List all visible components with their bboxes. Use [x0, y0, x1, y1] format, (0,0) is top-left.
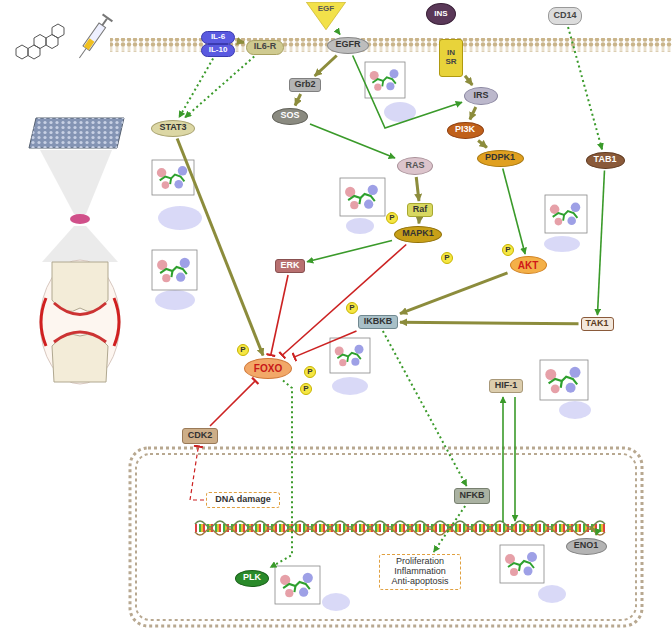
activation-arrow	[478, 141, 487, 148]
node-label: TAB1	[594, 155, 617, 165]
node-label: HIF-1	[495, 381, 518, 391]
node-label: IL-6	[211, 33, 225, 42]
inhibition-line	[294, 331, 356, 357]
activation-arrow	[400, 273, 508, 314]
inhibition-line	[190, 446, 204, 500]
activation-arrow	[568, 27, 602, 150]
phospho-label: P	[441, 252, 453, 264]
protein-node: PI3K	[447, 122, 484, 139]
node-label: MAPK1	[402, 229, 434, 239]
ligand-circle: INS	[426, 3, 456, 25]
node-label: EGFR	[335, 40, 360, 50]
protein-node: SOS	[272, 108, 308, 125]
protein-node: STAT3	[151, 120, 195, 137]
activation-arrow	[179, 59, 213, 118]
node-label: TAK1	[586, 319, 609, 329]
node-label: IL-10	[209, 46, 228, 55]
activation-arrow	[338, 32, 340, 35]
node-label: INS	[434, 10, 447, 19]
activation-arrow	[503, 169, 525, 255]
protein-node: TAB1	[586, 152, 625, 169]
node-label: ENO1	[574, 541, 599, 551]
node-label: Proliferation Inflammation Anti-apoptosi…	[384, 557, 456, 587]
activation-arrow	[383, 331, 467, 486]
activation-arrow	[295, 94, 301, 106]
protein-node: EGFR	[327, 37, 369, 54]
inhibition-line	[271, 275, 288, 356]
protein-node: AKT	[510, 256, 547, 274]
event-box: DNA damage	[206, 492, 280, 508]
receptor-box: IN SR	[439, 39, 463, 77]
activation-arrow	[237, 41, 244, 42]
node-label: IKBKB	[364, 317, 393, 327]
node-label: FOXO	[254, 363, 282, 374]
node-label: Raf	[413, 205, 428, 215]
protein-node: PLK	[235, 570, 269, 587]
node-label: PLK	[243, 573, 261, 583]
protein-node: NFKB	[454, 488, 490, 504]
activation-arrow	[597, 171, 604, 316]
node-label: IN SR	[444, 49, 458, 67]
node-label: AKT	[518, 260, 539, 271]
node-label: DNA damage	[215, 495, 271, 505]
activation-arrow	[315, 56, 337, 77]
receptor-box: IL6-R	[246, 40, 284, 55]
phospho-label: P	[346, 302, 358, 314]
ligand-triangle: EGF	[306, 2, 346, 30]
node-label: IRS	[473, 91, 488, 101]
node-label: PI3K	[455, 125, 475, 135]
node-label: CDK2	[188, 431, 213, 441]
outcome-box: Proliferation Inflammation Anti-apoptosi…	[379, 554, 461, 590]
node-label: IL6-R	[254, 42, 277, 52]
protein-node: ERK	[275, 259, 305, 273]
activation-arrow	[434, 506, 465, 552]
node-label: Grb2	[294, 80, 315, 90]
protein-node: MAPK1	[394, 226, 442, 243]
node-label: NFKB	[460, 491, 485, 501]
activation-arrow	[177, 139, 263, 356]
phospho-label: P	[300, 383, 312, 395]
receptor-box: CD14	[548, 7, 582, 25]
node-label: PDPK1	[485, 153, 515, 163]
phospho-label: P	[502, 244, 514, 256]
activation-arrow	[416, 177, 419, 201]
protein-node: PDPK1	[477, 150, 524, 167]
activation-arrow	[307, 241, 392, 262]
activation-arrow	[185, 57, 254, 118]
node-label: ERK	[280, 261, 299, 271]
cytokine-pill: IL-6	[201, 31, 235, 44]
phospho-label: P	[386, 212, 398, 224]
node-label: CD14	[553, 11, 576, 21]
activation-arrow	[270, 381, 292, 568]
node-label: EGF	[318, 5, 334, 14]
protein-node: IKBKB	[358, 315, 398, 329]
inhibition-line	[210, 381, 256, 427]
protein-node: Raf	[407, 203, 433, 217]
protein-node: ENO1	[566, 538, 607, 555]
cytokine-pill: IL-10	[201, 44, 235, 57]
protein-node: CDK2	[182, 428, 218, 444]
phospho-label: P	[237, 344, 249, 356]
protein-node: RAS	[397, 157, 433, 175]
activation-arrow	[465, 76, 472, 85]
protein-node: Grb2	[289, 78, 321, 92]
protein-node: HIF-1	[489, 379, 523, 393]
protein-node: FOXO	[244, 358, 292, 379]
activation-arrow	[470, 107, 476, 120]
activation-arrow	[400, 322, 579, 324]
node-label: STAT3	[159, 123, 186, 133]
phospho-label: P	[304, 366, 316, 378]
node-label: RAS	[405, 161, 424, 171]
activation-arrow	[310, 124, 395, 158]
activation-arrow	[417, 219, 420, 224]
protein-node: IRS	[464, 87, 498, 105]
node-label: SOS	[280, 111, 299, 121]
protein-node: TAK1	[581, 317, 614, 331]
